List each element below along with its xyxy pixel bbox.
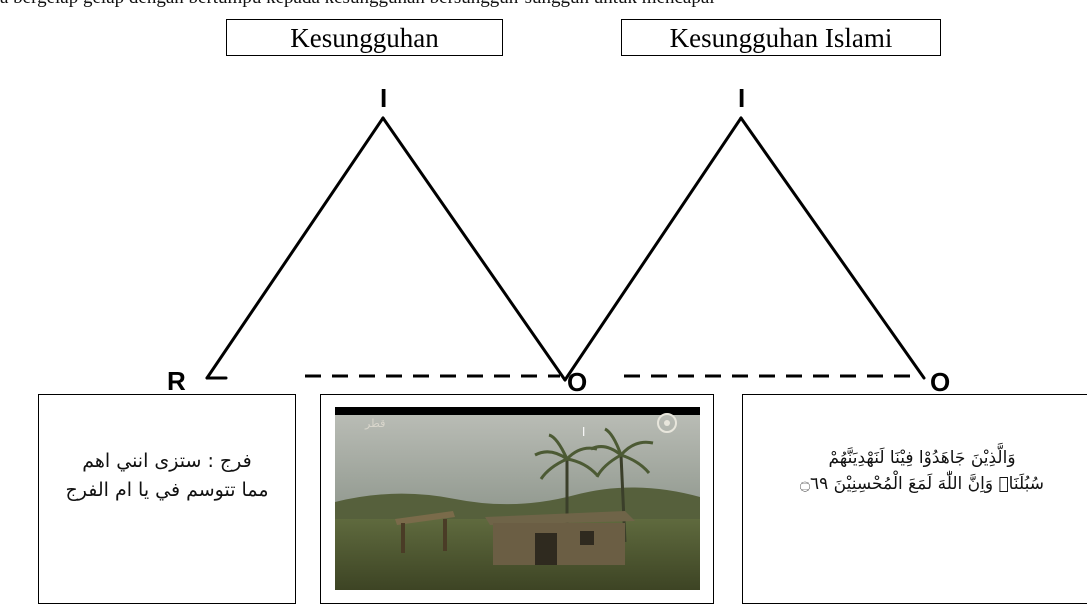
caption-panel: فرج : ستزى انني اهم مما تتوسم في يا ام ا…: [38, 394, 296, 604]
node-i-right: I: [738, 83, 745, 113]
video-top-bar: [335, 407, 700, 415]
left-triangle-right-edge: [381, 116, 567, 382]
caption-line-2: مما تتوسم في يا ام الفرج: [65, 479, 269, 501]
verse-line-1: وَالَّذِيْنَ جَاهَدُوْا فِيْنَا لَنَهْدِ…: [828, 448, 1016, 468]
title-kesungguhan: Kesungguhan: [226, 19, 503, 56]
right-triangle-left-edge: [563, 116, 743, 382]
video-channel-text: قطر: [365, 417, 386, 430]
verse-panel: وَالَّذِيْنَ جَاهَدُوْا فِيْنَا لَنَهْدِ…: [742, 394, 1087, 604]
left-triangle-left-edge: [205, 116, 385, 380]
video-still: قطر ا: [335, 407, 700, 590]
node-r: R: [167, 366, 186, 396]
channel-logo-icon: [657, 413, 677, 433]
verse-line-2: سُبُلَنَاۗ وَاِنَّ اللّٰهَ لَمَعَ الْمُح…: [800, 474, 1044, 494]
right-triangle-right-edge: [739, 116, 926, 380]
title-kesungguhan-islami: Kesungguhan Islami: [621, 19, 941, 56]
node-o-right: O: [930, 367, 950, 397]
node-i-left: I: [380, 83, 387, 113]
node-o-middle: O: [567, 367, 587, 397]
partial-top-text: a bergelap gelap dengan bertumpu kepada …: [0, 0, 1087, 10]
video-panel: قطر ا: [320, 394, 714, 604]
video-huts: [395, 511, 635, 565]
video-subtitle: ا: [582, 425, 586, 439]
video-scene: [335, 407, 700, 590]
quran-verse: وَالَّذِيْنَ جَاهَدُوْا فِيْنَا لَنَهْدِ…: [753, 445, 1087, 497]
arabic-caption: فرج : ستزى انني اهم مما تتوسم في يا ام ا…: [39, 447, 295, 505]
caption-line-1: فرج : ستزى انني اهم: [82, 450, 252, 472]
